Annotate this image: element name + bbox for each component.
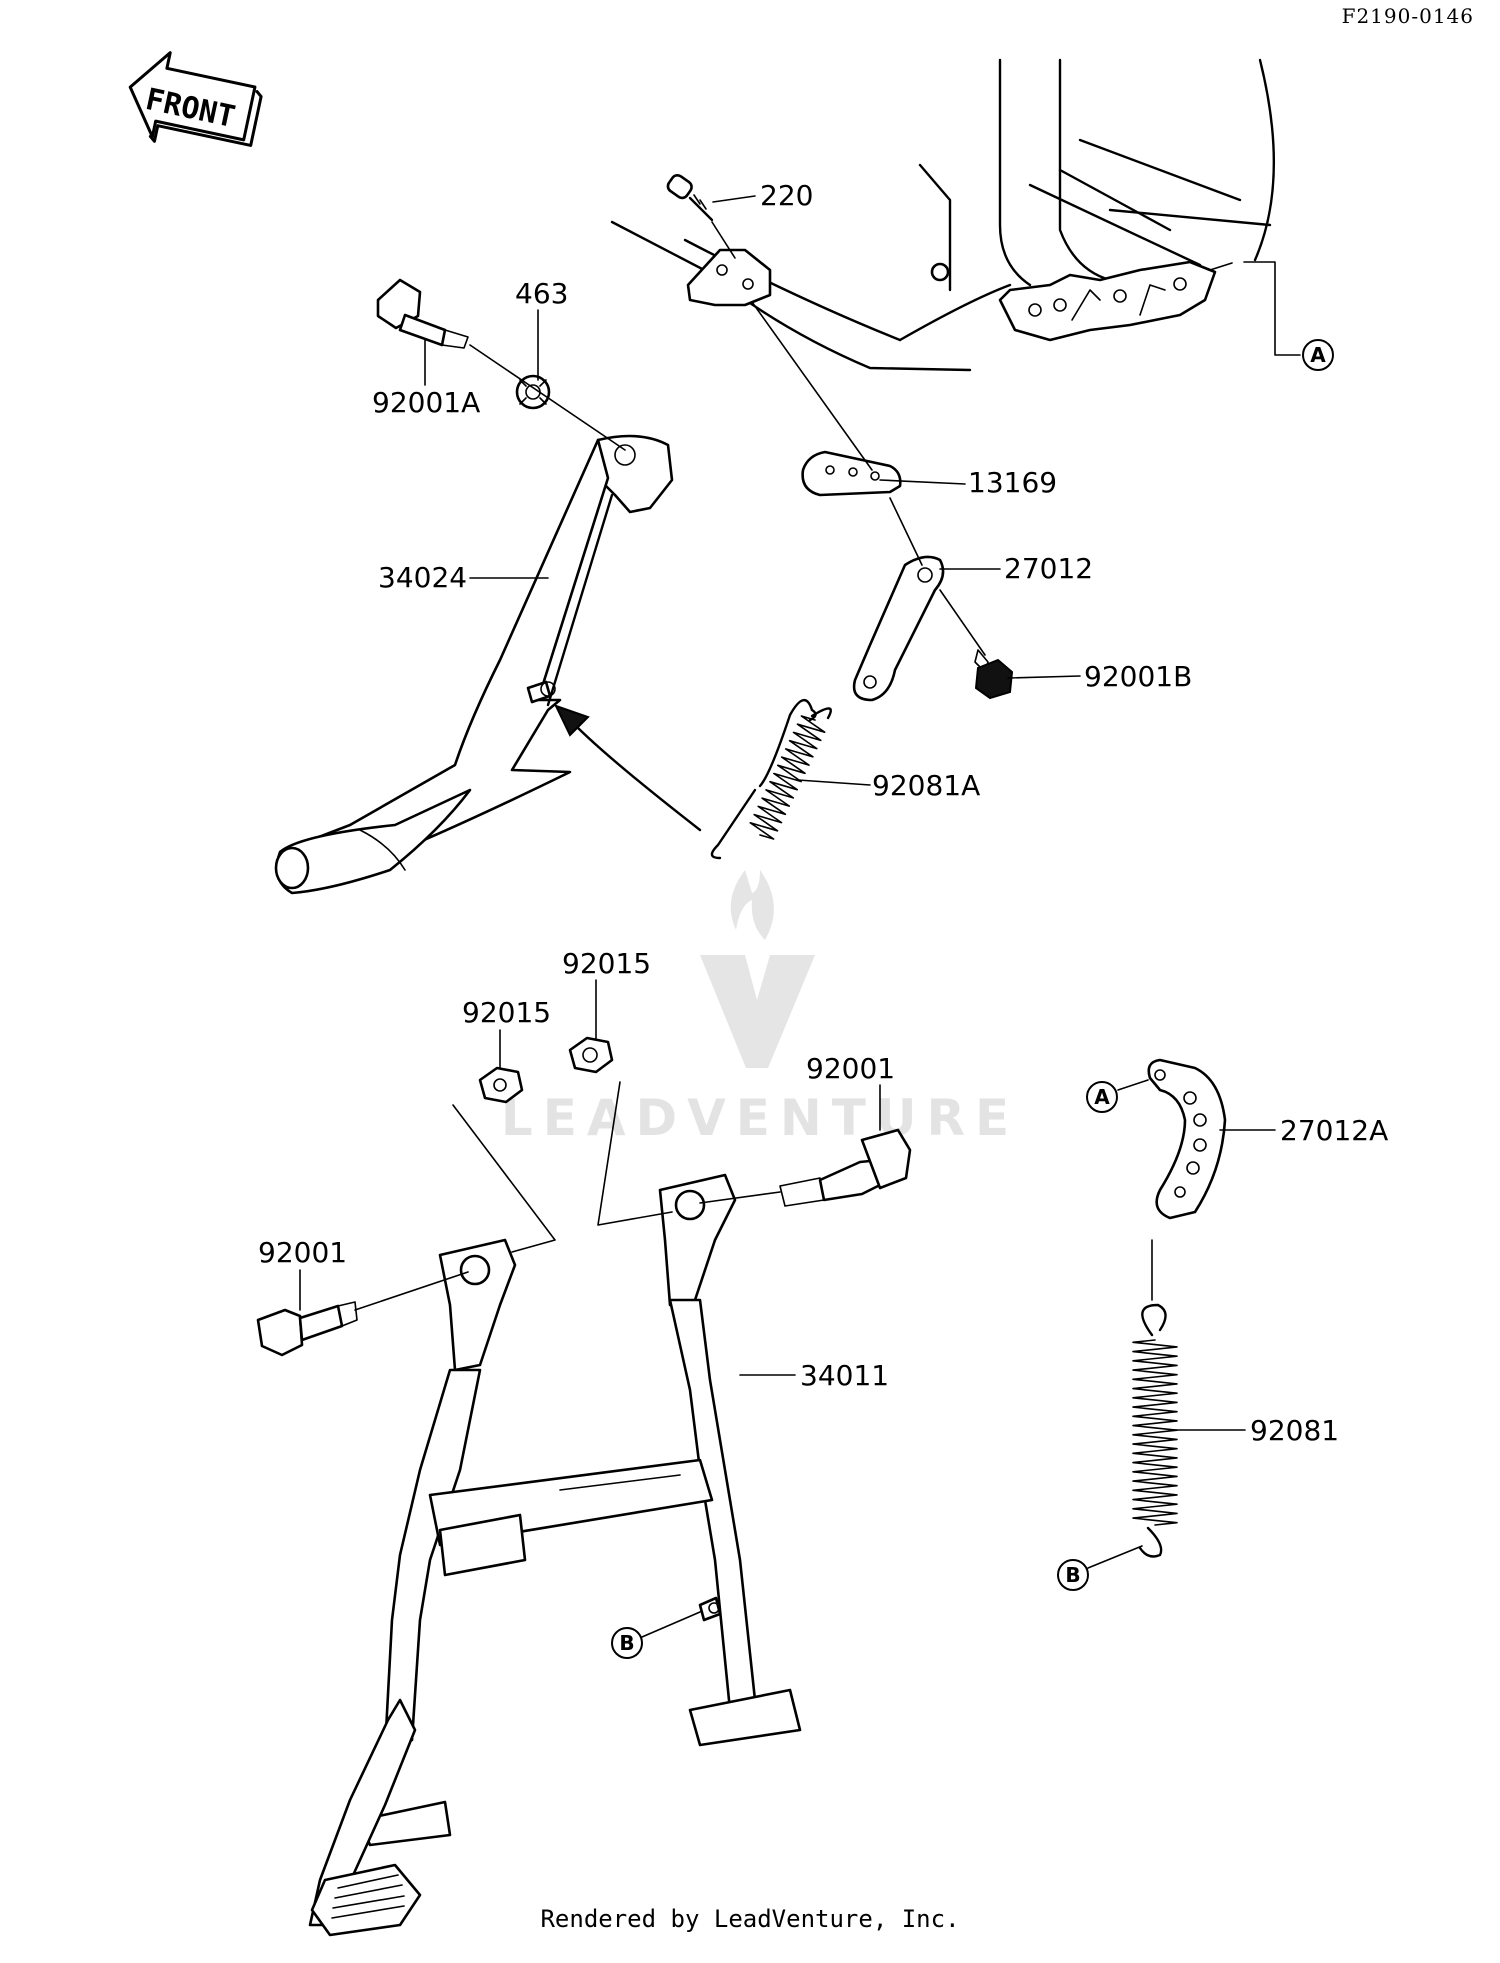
svg-text:A: A (1310, 343, 1326, 367)
callout-b-stand: B (611, 1627, 643, 1659)
label-34011: 34011 (800, 1359, 889, 1392)
install-arrow (554, 704, 702, 832)
callout-b-spring: B (1057, 1559, 1089, 1591)
assembly-line (469, 344, 626, 451)
frame-outline (610, 58, 1276, 372)
label-463: 463 (515, 277, 568, 310)
label-92001a: 92001A (372, 386, 480, 419)
screw-220 (666, 173, 736, 259)
center-stand-34011 (308, 1173, 802, 1937)
label-92015-right: 92015 (562, 947, 651, 980)
label-92001b: 92001B (1084, 660, 1192, 693)
svg-text:A: A (1094, 1085, 1110, 1109)
callout-a-frame: A (1302, 339, 1334, 371)
callout-a-plate: A (1086, 1081, 1118, 1113)
washer-463 (515, 374, 551, 410)
label-34024: 34024 (378, 561, 467, 594)
label-92001-lower: 92001 (258, 1236, 347, 1269)
plate-13169 (751, 301, 902, 497)
label-leaders (299, 195, 1301, 1638)
bolt-92001a (376, 278, 469, 349)
part-labels: 220 463 92001A 13169 34024 27012 92001B … (258, 179, 1388, 1447)
label-92081a: 92081A (872, 769, 980, 802)
footer-credit: Rendered by LeadVenture, Inc. (540, 1905, 960, 1933)
assembly-lines-center (354, 1081, 781, 1311)
svg-text:B: B (1065, 1563, 1080, 1587)
watermark-text: LEADVENTURE (501, 1089, 1019, 1147)
bolt-92001-right (779, 1128, 912, 1207)
bracket-27012 (852, 497, 986, 702)
label-92081: 92081 (1250, 1414, 1339, 1447)
diagram-reference-code: F2190-0146 (1341, 4, 1474, 28)
label-92001-upper: 92001 (806, 1052, 895, 1085)
spring-92081 (1132, 1303, 1178, 1558)
front-arrow-icon (128, 51, 263, 147)
label-13169: 13169 (968, 466, 1057, 499)
plate-27012a (1147, 1058, 1227, 1301)
nut-92015-left (478, 1066, 524, 1104)
bolt-92001b (974, 649, 1014, 700)
label-27012: 27012 (1004, 552, 1093, 585)
nut-92015-right (568, 1036, 614, 1074)
watermark-logo (700, 870, 815, 1068)
label-27012a: 27012A (1280, 1114, 1388, 1147)
spring-92081a (710, 699, 832, 860)
label-92015-left: 92015 (462, 996, 551, 1029)
svg-text:B: B (619, 1631, 634, 1655)
label-220: 220 (760, 179, 813, 212)
side-stand-34024 (274, 434, 674, 895)
bolt-92001-left (256, 1301, 358, 1357)
